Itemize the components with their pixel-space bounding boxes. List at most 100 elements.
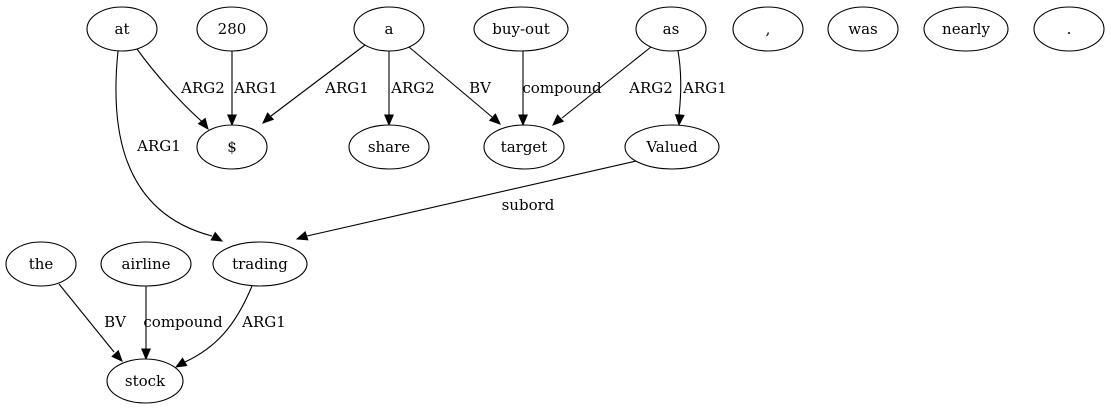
- node-trading: trading: [212, 241, 308, 287]
- edge-buyout-to-target: compound: [518, 51, 602, 127]
- edge-as-to-valued: ARG1: [674, 50, 727, 127]
- arrowhead-icon: [674, 114, 685, 127]
- edge-label: subord: [502, 196, 555, 214]
- edge-valued-to-trading: subord: [295, 160, 637, 241]
- node-label: at: [115, 20, 130, 38]
- node-ellipse: [827, 6, 899, 52]
- node-ellipse: [635, 6, 707, 52]
- arrowhead-icon: [262, 112, 275, 124]
- edge-trading-to-stock: ARG1: [174, 285, 286, 368]
- node-label: as: [663, 20, 680, 38]
- edge-airline-to-stock: compound: [141, 286, 223, 361]
- node-ellipse: [348, 124, 430, 170]
- edge-line: [136, 48, 208, 127]
- edge-the-to-stock: BV: [58, 283, 127, 362]
- arrowhead-icon: [518, 114, 528, 127]
- node-the: the: [5, 241, 77, 287]
- edge-label: ARG2: [628, 79, 673, 97]
- arrowhead-icon: [552, 114, 565, 126]
- edge-as-to-target: ARG2: [552, 46, 673, 126]
- arrowhead-icon: [141, 348, 151, 361]
- edge-line: [677, 50, 682, 116]
- edge-label: ARG1: [324, 79, 369, 97]
- arrowhead-icon: [210, 231, 224, 242]
- arrowhead-icon: [488, 113, 501, 125]
- node-a: a: [353, 6, 425, 52]
- node-ellipse: [923, 6, 1009, 52]
- edge-line: [306, 160, 637, 237]
- node-at: at: [86, 6, 158, 52]
- nodes-layer: at 280 a buy-out as, was nearly. $ share target Va…: [5, 6, 1105, 404]
- node-stock: stock: [106, 358, 184, 404]
- node-period: .: [1033, 6, 1105, 52]
- node-was: was: [827, 6, 899, 52]
- node-ellipse: [106, 358, 184, 404]
- node-label: Valued: [645, 138, 698, 156]
- node-as: as: [635, 6, 707, 52]
- node-label: buy-out: [492, 20, 550, 38]
- edge-label: compound: [522, 79, 602, 97]
- node-ellipse: [86, 6, 158, 52]
- edge-label: ARG2: [180, 79, 225, 97]
- edge-a-to-share: ARG2: [384, 51, 435, 127]
- node-ellipse: [732, 6, 804, 52]
- arrowhead-icon: [295, 230, 309, 241]
- edge-line: [561, 46, 652, 119]
- node-dollar: $: [196, 124, 268, 170]
- node-ellipse: [473, 6, 569, 52]
- edge-a-to-dollar: ARG1: [262, 44, 369, 124]
- edge-label: BV: [104, 313, 127, 331]
- node-ellipse: [624, 124, 720, 170]
- edge-line: [408, 46, 493, 118]
- node-ellipse: [353, 6, 425, 52]
- node-share: share: [348, 124, 430, 170]
- node-ellipse: [5, 241, 77, 287]
- edge-label: ARG2: [390, 79, 435, 97]
- edge-at-to-trading: ARG1: [115, 50, 224, 242]
- node-valued: Valued: [624, 124, 720, 170]
- node-n280: 280: [196, 6, 268, 52]
- node-buyout: buy-out: [473, 6, 569, 52]
- node-nearly: nearly: [923, 6, 1009, 52]
- arrowhead-icon: [384, 114, 394, 127]
- edge-n280-to-dollar: ARG1: [227, 51, 278, 127]
- node-label: target: [501, 138, 548, 156]
- node-label: stock: [125, 372, 166, 390]
- edge-a-to-target: BV: [408, 46, 501, 125]
- arrowhead-icon: [174, 357, 188, 368]
- arrowhead-icon: [111, 349, 123, 362]
- node-comma: ,: [732, 6, 804, 52]
- node-target: target: [483, 124, 565, 170]
- node-ellipse: [196, 6, 268, 52]
- node-label: a: [385, 20, 394, 38]
- node-ellipse: [196, 124, 268, 170]
- edge-line: [115, 50, 213, 237]
- edge-line: [270, 44, 366, 117]
- node-label: trading: [232, 255, 288, 273]
- edge-line: [58, 283, 115, 353]
- node-label: $: [227, 138, 237, 156]
- node-label: airline: [121, 255, 170, 273]
- edge-label: ARG1: [682, 79, 727, 97]
- node-ellipse: [483, 124, 565, 170]
- node-label: ,: [766, 20, 771, 38]
- arrowhead-icon: [227, 114, 237, 127]
- edge-label: ARG1: [233, 79, 278, 97]
- edge-label: compound: [143, 313, 223, 331]
- node-label: 280: [218, 20, 247, 38]
- edge-at-to-dollar: ARG2: [136, 48, 225, 131]
- edge-line: [184, 285, 253, 363]
- node-ellipse: [212, 241, 308, 287]
- node-label: nearly: [942, 20, 990, 38]
- arrowhead-icon: [197, 117, 209, 131]
- node-label: .: [1067, 20, 1072, 38]
- edge-label: ARG1: [241, 313, 286, 331]
- edge-label: BV: [469, 79, 492, 97]
- node-ellipse: [100, 241, 192, 287]
- edge-label: ARG1: [136, 137, 181, 155]
- node-label: was: [848, 20, 877, 38]
- node-label: share: [368, 138, 410, 156]
- node-airline: airline: [100, 241, 192, 287]
